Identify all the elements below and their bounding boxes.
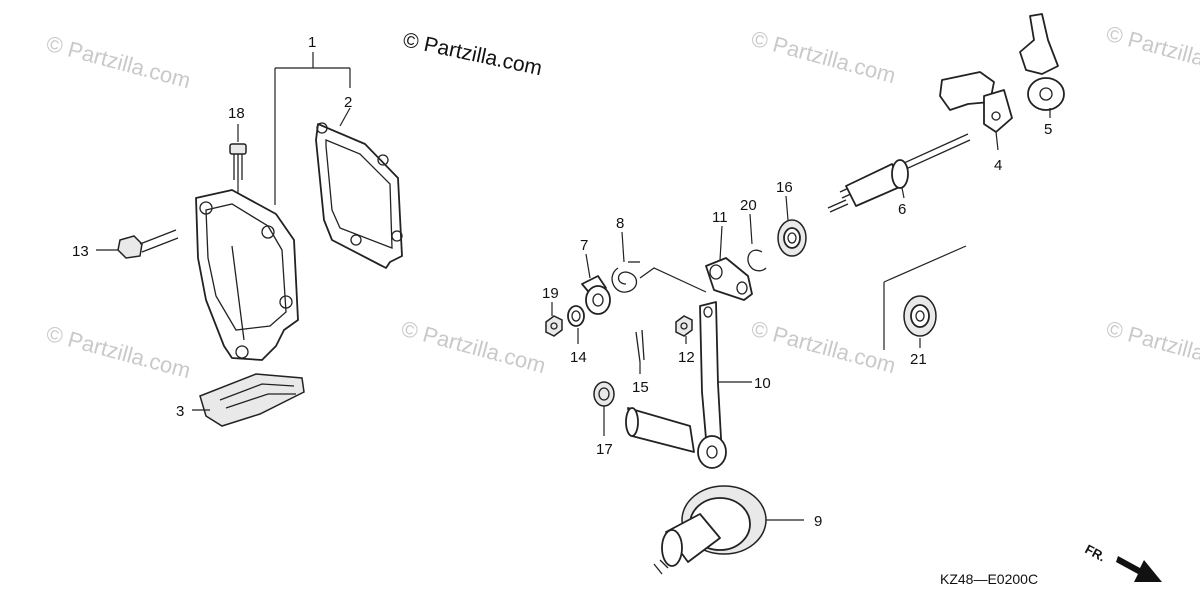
- watermark: © Partzilla.com: [749, 26, 899, 89]
- copyright-text: © Partzilla.com: [401, 28, 544, 80]
- part-3-pad: [192, 373, 305, 427]
- callout-17: 17: [596, 441, 613, 458]
- part-20-circlip: [747, 213, 767, 272]
- callout-6: 6: [898, 201, 906, 218]
- callout-12: 12: [678, 349, 695, 366]
- leader-line: [639, 267, 707, 293]
- part-17-seal: [593, 381, 615, 436]
- part-6-shaft: [827, 133, 971, 213]
- callout-2: 2: [344, 94, 352, 111]
- front-label: FR.: [1083, 541, 1109, 564]
- callout-5: 5: [1044, 121, 1052, 138]
- callout-20: 20: [740, 197, 757, 214]
- front-marker: FR.: [1083, 541, 1162, 582]
- part-7-assembly: [585, 285, 611, 315]
- callout-19: 19: [542, 285, 559, 302]
- watermark: © Partzilla.com: [399, 316, 549, 379]
- part-4-lever: [939, 71, 1013, 151]
- part-16-bearing: [777, 195, 807, 257]
- part-1-bracket: [274, 52, 351, 205]
- part-13-bolt: [96, 229, 179, 259]
- callout-14: 14: [570, 349, 587, 366]
- front-arrow-icon: [1116, 556, 1162, 582]
- part-8-spring: [611, 231, 640, 293]
- watermark: © Partzilla.com: [1104, 316, 1200, 379]
- part-1-cover: [195, 189, 299, 361]
- watermark: © Partzilla.com: [749, 316, 899, 379]
- part-12-nut: [675, 315, 693, 344]
- watermark: © Partzilla.com: [1104, 21, 1200, 84]
- callout-labels: 1 2 3 4 5 6 7 8 9 10 11 12 13 14 15 16 1…: [72, 34, 1052, 530]
- callout-7: 7: [580, 237, 588, 254]
- callout-11: 11: [712, 209, 728, 226]
- part-2-gasket: [315, 107, 403, 269]
- part-21-bearing: [883, 245, 967, 350]
- callout-13: 13: [72, 243, 89, 260]
- callout-21: 21: [910, 351, 927, 368]
- callout-9: 9: [814, 513, 822, 530]
- part-10-kick-shaft: [625, 301, 752, 469]
- callout-16: 16: [776, 179, 793, 196]
- callout-3: 3: [176, 403, 184, 420]
- diagram-code: KZ48—E0200C: [940, 571, 1038, 587]
- part-19-nut: [545, 302, 563, 337]
- callout-15: 15: [632, 379, 649, 396]
- part-9-gear: [653, 485, 804, 575]
- callout-1: 1: [308, 34, 316, 51]
- callout-4: 4: [994, 157, 1002, 174]
- callout-18: 18: [228, 105, 245, 122]
- part-15-clip: [635, 329, 645, 374]
- callout-10: 10: [754, 375, 771, 392]
- watermark: © Partzilla.com: [44, 31, 194, 94]
- part-5-lever: [1019, 13, 1065, 118]
- callout-8: 8: [616, 215, 624, 232]
- part-14-washer: [567, 305, 585, 344]
- part-11-arm: [705, 225, 753, 301]
- watermark: © Partzilla.com: [44, 321, 194, 384]
